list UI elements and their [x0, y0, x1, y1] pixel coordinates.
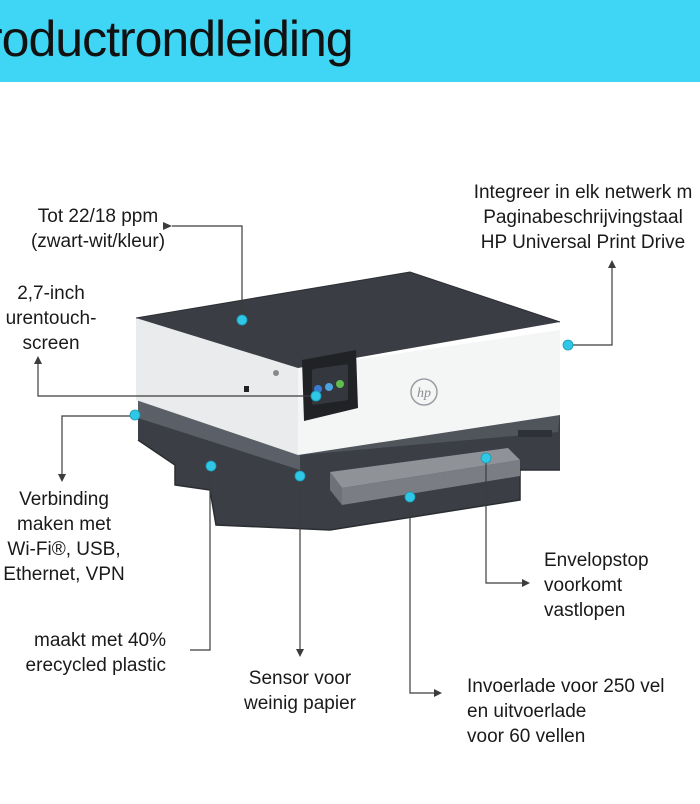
callout-line: urentouch-	[5, 308, 97, 329]
callout-line: erecycled plastic	[25, 655, 166, 676]
callout-line: voorkomt	[544, 575, 623, 596]
callout-touchscreen: 2,7-inch urentouch- screen	[0, 281, 116, 356]
marker-dot	[236, 314, 248, 326]
marker-dot	[310, 390, 322, 402]
callout-line: Ethernet, VPN	[3, 564, 125, 585]
callout-line: maakt met 40%	[34, 630, 166, 651]
callout-tray: Invoerlade voor 250 vel en uitvoerlade v…	[467, 674, 700, 749]
callout-sensor: Sensor voor weinig papier	[222, 666, 378, 716]
callout-line: weinig papier	[244, 693, 356, 714]
callout-envelope: Envelopstop voorkomt vastlopen	[544, 548, 694, 623]
callout-network: Integreer in elk netwerk m Paginabeschri…	[448, 180, 700, 255]
callout-line: Paginabeschrijvingstaal	[483, 207, 683, 228]
marker-dot	[404, 491, 416, 503]
power-button	[273, 370, 279, 376]
model-label	[518, 430, 552, 437]
callout-line: HP Universal Print Drive	[480, 232, 686, 253]
marker-dot	[129, 409, 141, 421]
callout-line: Wi-Fi®, USB,	[7, 539, 121, 560]
marker-dot	[480, 452, 492, 464]
callout-line: Verbinding	[19, 489, 109, 510]
callout-line: vastlopen	[544, 600, 626, 621]
output-tray	[330, 448, 520, 505]
marker-dot	[205, 460, 217, 472]
callout-line: voor 60 vellen	[467, 726, 586, 747]
callout-line: 2,7-inch	[17, 283, 85, 304]
page-title: roductrondleiding	[0, 11, 354, 67]
callout-line: Integreer in elk netwerk m	[473, 182, 693, 203]
callout-line: Envelopstop	[544, 550, 649, 571]
marker-dot	[562, 339, 574, 351]
callout-line: Invoerlade voor 250 vel	[467, 676, 665, 697]
callout-recycled: maakt met 40% erecycled plastic	[0, 628, 166, 678]
hp-logo	[410, 378, 438, 406]
callout-line: maken met	[17, 514, 111, 535]
callout-line: screen	[22, 333, 80, 354]
callout-speed: Tot 22/18 ppm (zwart-wit/kleur)	[18, 204, 178, 254]
callout-line: Tot 22/18 ppm	[37, 206, 159, 227]
callout-line: en uitvoerlade	[467, 701, 587, 722]
callout-line: Sensor voor	[248, 668, 352, 689]
title-banner: roductrondleiding	[0, 0, 700, 82]
callout-line: (zwart-wit/kleur)	[30, 231, 166, 252]
usb-port	[244, 386, 249, 392]
marker-dot	[294, 470, 306, 482]
callout-connect: Verbinding maken met Wi-Fi®, USB, Ethern…	[0, 487, 134, 587]
svg-text:hp: hp	[417, 386, 431, 401]
